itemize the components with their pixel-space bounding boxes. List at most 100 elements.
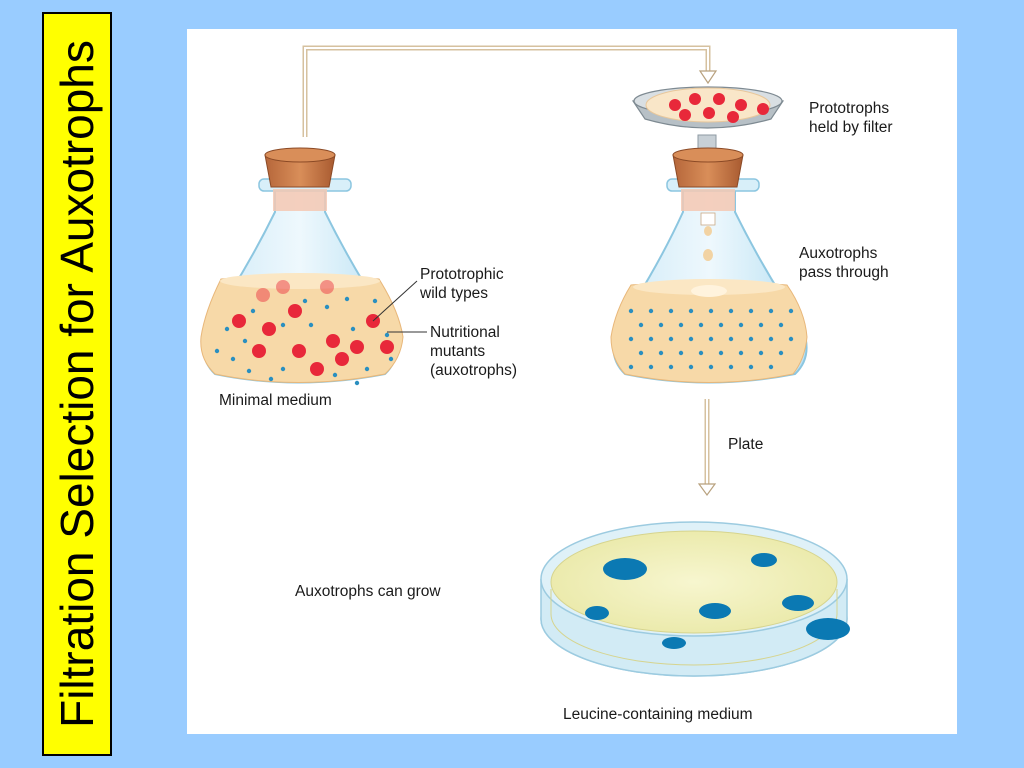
auxotroph-cell [648,336,654,342]
auxotroph-cell [648,308,654,314]
auxotroph-cell [728,364,734,370]
auxotroph-cell [658,322,664,328]
left-flask-cork-icon [264,147,336,211]
prototroph-cell [232,314,246,328]
right-flask-cork-icon [672,147,744,261]
auxotroph-cell [302,298,308,304]
auxotroph-cell [224,326,230,332]
left-prototroph-cells [232,280,394,376]
auxotroph-cell [788,308,794,314]
prototroph-cell [310,362,324,376]
prototroph-cell [679,109,691,121]
auxotroph-cell [688,336,694,342]
prototroph-cell [727,111,739,123]
auxotroph-cell [214,348,220,354]
nutritional-mutants-label: Nutritional mutants (auxotrophs) [430,324,517,379]
auxotroph-cell [688,308,694,314]
auxotroph-colony [782,595,814,611]
auxotroph-cell [678,350,684,356]
auxotroph-cell [372,298,378,304]
prototroph-cell [669,99,681,111]
plate-arrow-icon [697,399,717,497]
prototroph-cell [335,352,349,366]
prototroph-cell [380,340,394,354]
left-auxotroph-cells [214,296,394,386]
auxotroph-cell [638,322,644,328]
auxotroph-cell [738,322,744,328]
prototroph-cell [276,280,290,294]
auxotroph-colony [806,618,850,640]
auxotroph-cell [344,296,350,302]
auxotroph-cell [778,350,784,356]
auxotroph-cell [308,322,314,328]
auxotroph-cell [280,322,286,328]
prototrophic-wild-label: Prototrophic wild types [419,266,508,302]
filter-prototroph-cells [669,93,769,123]
auxotroph-cell [668,308,674,314]
auxotroph-cell [748,364,754,370]
prototrophs-held-label: Prototrophs held by filter [809,100,893,136]
plate-label: Plate [728,436,763,453]
prototroph-cell [757,103,769,115]
slide-title: Filtration Selection for Auxotrophs [51,40,103,728]
auxotrophs-pass-label: Auxotrophs pass through [799,245,889,281]
auxotroph-cell [708,308,714,314]
prototroph-cell [326,334,340,348]
auxotroph-cell [708,336,714,342]
colonies [585,553,850,649]
auxotroph-cell [384,332,390,338]
prototroph-cell [703,107,715,119]
diagram-svg: Prototrophs held by filter Prototrophic … [200,45,893,723]
auxotroph-cell [638,350,644,356]
auxotroph-colony [603,558,647,580]
prototroph-cell [288,304,302,318]
auxotroph-cell [250,308,256,314]
auxotroph-cell [768,336,774,342]
auxotroph-cell [628,364,634,370]
auxotroph-colony [662,637,686,649]
auxotroph-cell [364,366,370,372]
auxotroph-cell [778,322,784,328]
auxotroph-cell [788,336,794,342]
auxotroph-cell [768,308,774,314]
auxotroph-cell [658,350,664,356]
auxotroph-cell [688,364,694,370]
prototroph-cell [252,344,266,358]
leucine-medium-label: Leucine-containing medium [563,706,753,723]
auxotroph-cell [748,336,754,342]
auxotroph-cell [230,356,236,362]
prototroph-cell [350,340,364,354]
auxotroph-cell [748,308,754,314]
auxotroph-cell [668,336,674,342]
auxotroph-cell [324,304,330,310]
auxotroph-cell [768,364,774,370]
auxotroph-cell [718,322,724,328]
auxotroph-colony [585,606,609,620]
auxotroph-cell [718,350,724,356]
auxotroph-cell [678,322,684,328]
prototrophic-leader-line [372,280,418,322]
auxotroph-cell [758,350,764,356]
auxotroph-cell [242,338,248,344]
auxotroph-cell [268,376,274,382]
auxotroph-cell [698,350,704,356]
minimal-medium-label: Minimal medium [219,392,332,409]
auxotroph-cell [668,364,674,370]
prototroph-cell [735,99,747,111]
auxotroph-cell [738,350,744,356]
auxotroph-cell [332,372,338,378]
auxotroph-cell [280,366,286,372]
auxotroph-colony [751,553,777,567]
prototroph-cell [256,288,270,302]
auxotroph-cell [388,356,394,362]
prototroph-cell [262,322,276,336]
auxotroph-cell [648,364,654,370]
auxotrophs-grow-label: Auxotrophs can grow [295,583,441,600]
auxotroph-cell [728,308,734,314]
prototroph-cell [320,280,334,294]
auxotroph-cell [246,368,252,374]
auxotroph-cell [350,326,356,332]
right-auxotroph-cells [628,308,794,370]
auxotroph-cell [728,336,734,342]
